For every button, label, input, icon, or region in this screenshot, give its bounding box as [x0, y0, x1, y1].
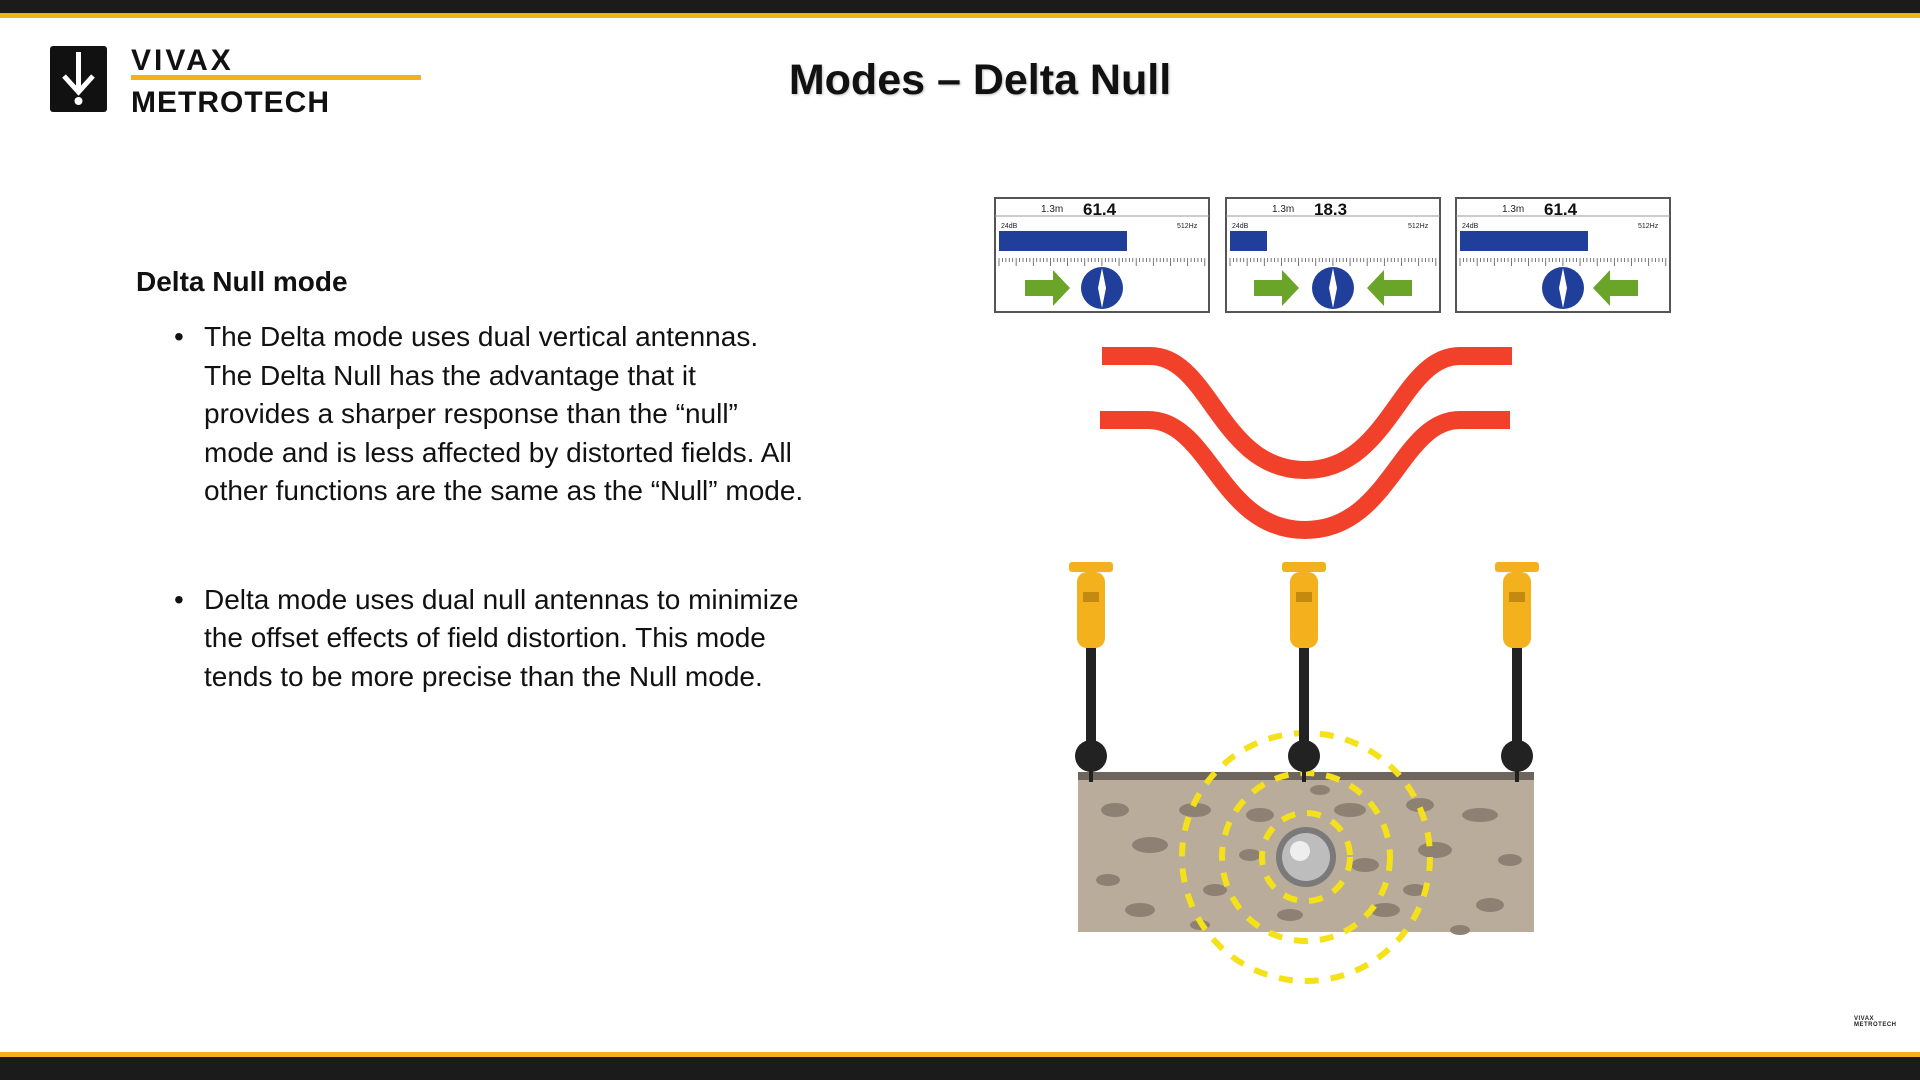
bullet-marker: • [174, 321, 184, 352]
screen-gain: 24dB [1232, 223, 1249, 230]
section-heading: Delta Null mode [136, 266, 348, 297]
right-arrow-icon [1025, 270, 1070, 306]
bullet-line: the offset effects of field distortion. … [204, 622, 766, 653]
response-curve-upper [1102, 347, 1512, 480]
locator-screen: 1.3m 61.4 24dB 512Hz [1455, 197, 1671, 313]
footer-mini-logo: VIVAX METROTECH [1854, 1016, 1897, 1028]
left-arrow-icon [1593, 270, 1638, 306]
signal-level-bar [1460, 231, 1588, 251]
screen-depth: 1.3m [1041, 204, 1063, 215]
logo-text-metrotech: METROTECH [131, 86, 330, 119]
response-curve-lower [1100, 411, 1510, 540]
screen-value: 18.3 [1314, 200, 1347, 219]
company-logo: VIVAX METROTECH [48, 44, 428, 120]
screen-value: 61.4 [1083, 200, 1117, 219]
screen-frequency: 512Hz [1638, 223, 1659, 230]
footer-logo-line2: METROTECH [1854, 1022, 1897, 1028]
pipe-cross-section [1276, 827, 1336, 887]
bullet-item: • The Delta mode uses dual vertical ante… [172, 318, 912, 511]
bullet-line: provides a sharper response than the “nu… [204, 398, 738, 429]
compass-icon [1081, 267, 1123, 309]
bullet-line: mode and is less affected by distorted f… [204, 436, 792, 468]
compass-icon [1542, 267, 1584, 309]
screen-frequency: 512Hz [1177, 223, 1198, 230]
left-arrow-icon [1367, 270, 1412, 306]
bullet-item: • Delta mode uses dual null antennas to … [172, 581, 912, 697]
screen-gain: 24dB [1462, 223, 1479, 230]
bullet-line: tends to be more precise than the Null m… [204, 660, 763, 692]
top-border-bar [0, 0, 1920, 18]
bullet-line: The Delta mode uses dual vertical antenn… [204, 321, 759, 352]
screen-scale [998, 258, 1206, 266]
signal-level-bar [999, 231, 1127, 251]
vivax-metrotech-logo-icon [50, 46, 107, 112]
screen-gain: 24dB [1001, 223, 1018, 230]
bullet-line: The Delta Null has the advantage that it [204, 359, 696, 391]
delta-null-diagram: 1.3m 61.4 24dB 512Hz 1.3m 18.3 24dB 512H… [994, 197, 1671, 984]
footer-logo-line1: VIVAX [1854, 1016, 1875, 1022]
screen-value: 61.4 [1544, 200, 1578, 219]
screen-frequency: 512Hz [1408, 223, 1429, 230]
locator-screen: 1.3m 18.3 24dB 512Hz [1225, 197, 1441, 313]
locator-device [1495, 562, 1539, 782]
logo-divider [131, 75, 421, 80]
screen-scale [1229, 258, 1437, 266]
right-arrow-icon [1254, 270, 1299, 306]
page-title: Modes – Delta Null [788, 56, 1172, 104]
bullet-marker: • [174, 583, 184, 615]
locator-device [1282, 562, 1326, 782]
locator-screen: 1.3m 61.4 24dB 512Hz [994, 197, 1210, 313]
top-accent-stripe [0, 13, 1920, 18]
signal-level-bar [1230, 231, 1267, 251]
logo-text-vivax: VIVAX [131, 44, 234, 77]
compass-icon [1312, 267, 1354, 309]
screen-scale [1459, 258, 1667, 266]
bullet-line: other functions are the same as the “Nul… [204, 475, 804, 506]
locator-device [1069, 562, 1113, 782]
bottom-accent-stripe [0, 1052, 1920, 1057]
screen-depth: 1.3m [1502, 204, 1524, 215]
bottom-border-bar [0, 1052, 1920, 1080]
bullet-list: • The Delta mode uses dual vertical ante… [172, 318, 912, 696]
screen-depth: 1.3m [1272, 204, 1294, 215]
bullet-line: Delta mode uses dual null antennas to mi… [204, 583, 799, 615]
